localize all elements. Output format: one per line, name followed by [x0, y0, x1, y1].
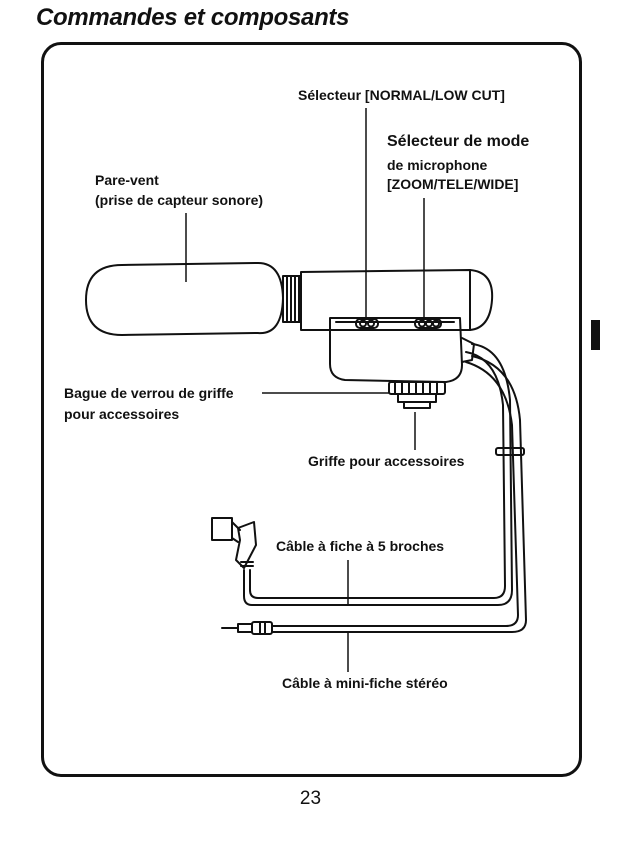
cable-tie — [495, 447, 525, 456]
five-pin-cable-line — [243, 343, 513, 606]
label-lock-ring-line2: pour accessoires — [64, 406, 180, 422]
label-lock-ring-line1: Bague de verrou de griffe — [64, 385, 234, 401]
windscreen-shape — [85, 262, 284, 336]
accessory-lock-ring — [388, 381, 446, 395]
stereo-cable-line — [271, 355, 527, 633]
accessory-shoe-foot — [397, 393, 437, 409]
label-windscreen-line2: (prise de capteur sonore) — [95, 192, 264, 208]
normal-low-cut-switch — [355, 318, 379, 329]
label-accessory-shoe: Griffe pour accessoires — [308, 453, 465, 469]
stereo-mini-plug — [221, 621, 273, 635]
windscreen-collar — [282, 275, 302, 323]
zoom-tele-wide-switch — [414, 318, 442, 329]
cable-exit-grommet — [461, 337, 475, 363]
label-stereo-cable: Câble à mini-fiche stéréo — [282, 675, 448, 691]
lower-housing — [329, 317, 463, 383]
microphone-body — [300, 269, 494, 331]
label-windscreen-line1: Pare-vent — [95, 172, 159, 188]
label-five-pin-cable: Câble à fiche à 5 broches — [276, 538, 445, 554]
page-title: Commandes et composants — [36, 4, 350, 31]
label-mode-selector-line2: de microphone — [387, 157, 488, 173]
content-frame — [41, 42, 582, 777]
leader-lines — [185, 108, 425, 672]
section-tab-marker — [591, 320, 600, 350]
label-normal-low-cut-selector: Sélecteur [NORMAL/LOW CUT] — [298, 87, 505, 103]
label-mode-selector-line1: Sélecteur de mode — [387, 133, 530, 150]
page-number: 23 — [299, 788, 322, 809]
label-mode-selector-line3: [ZOOM/TELE/WIDE] — [387, 176, 519, 192]
five-pin-plug — [211, 517, 257, 569]
